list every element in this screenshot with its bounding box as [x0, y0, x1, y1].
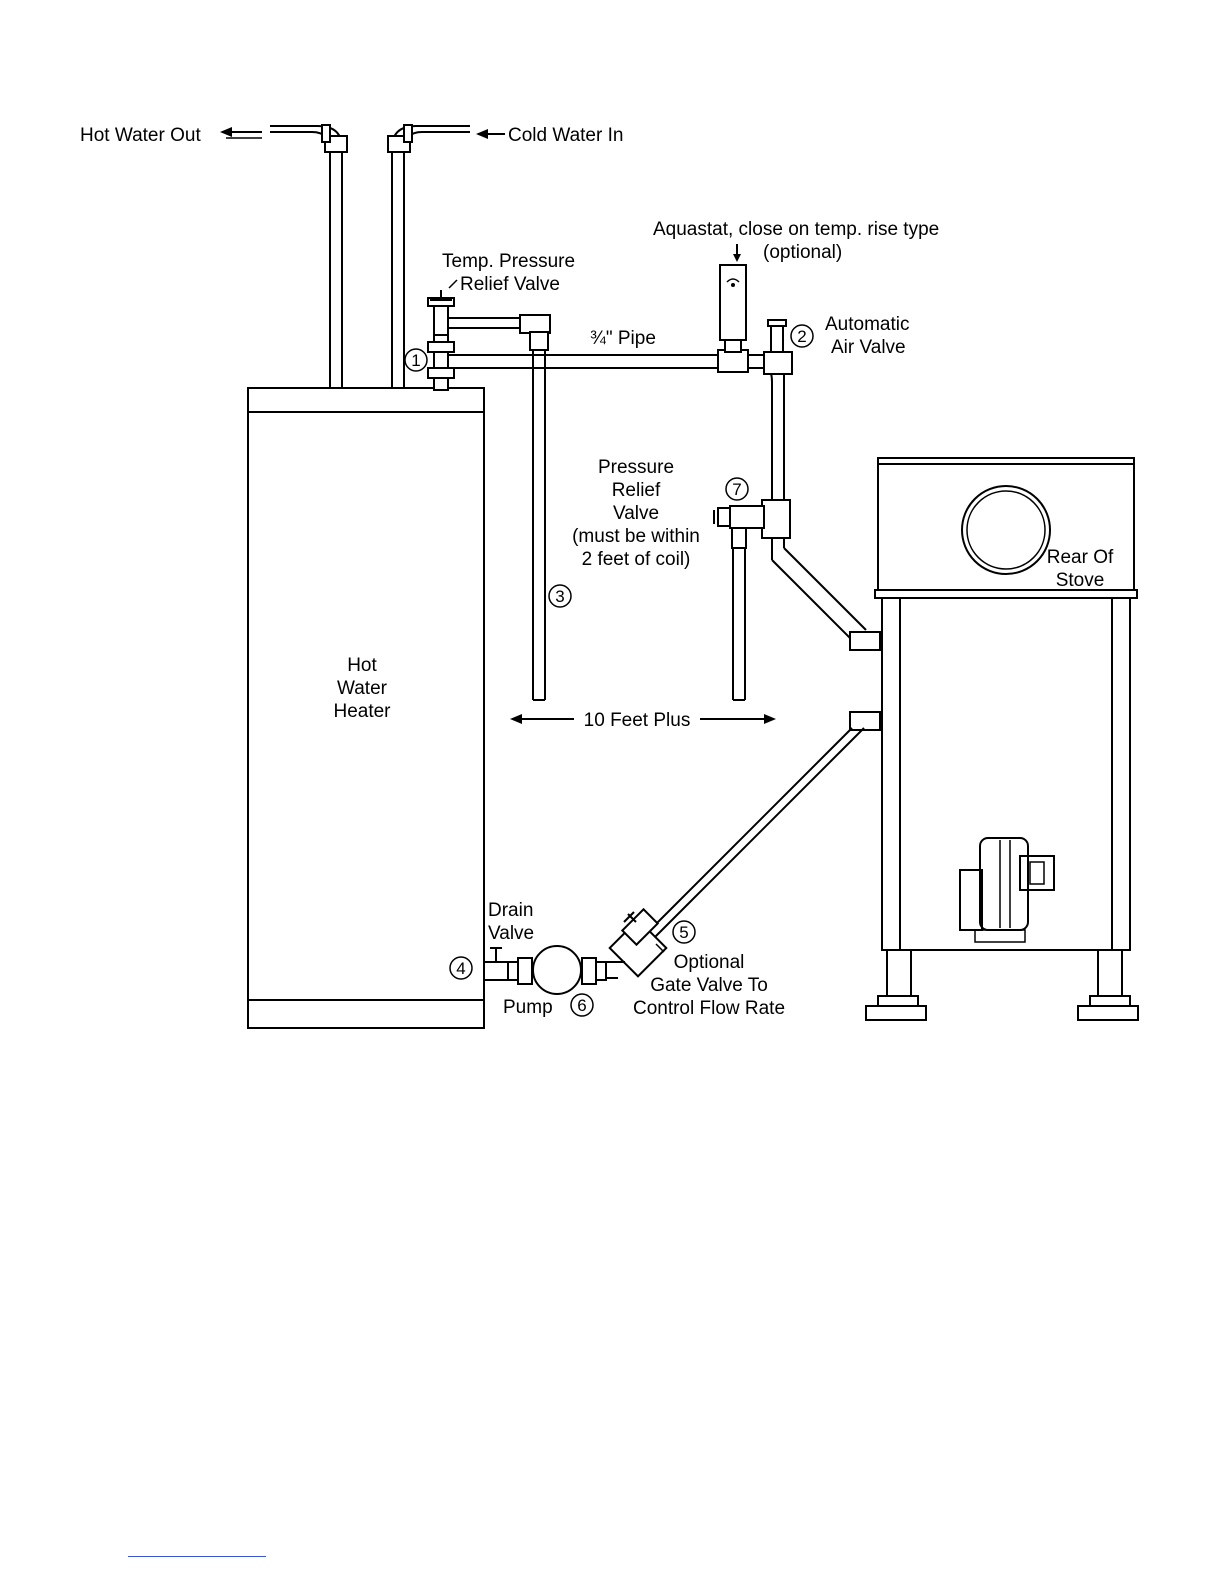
stove-legs: [866, 950, 1138, 1020]
pipe-size-label: ¾" Pipe: [590, 328, 656, 349]
pressure-relief-label-2: Relief: [612, 480, 661, 501]
auto-air-label-1: Automatic: [825, 314, 909, 335]
drain-valve: [484, 948, 508, 980]
callout-5: 5: [673, 921, 695, 943]
aquastat-optional-label: (optional): [763, 242, 842, 263]
svg-text:6: 6: [577, 996, 586, 1015]
three-quarter-pipe: [448, 350, 768, 372]
heater-label-3: Heater: [333, 701, 391, 722]
pressure-relief-label-4: (must be within: [572, 526, 700, 547]
relief-discharge-pipe: [448, 315, 550, 700]
blower-motor: [960, 838, 1054, 942]
pressure-relief-valve: [714, 506, 764, 700]
auto-air-label-2: Air Valve: [831, 337, 906, 358]
pressure-relief-label-5: 2 feet of coil): [582, 549, 691, 570]
pump: [508, 946, 606, 994]
pressure-relief-label-1: Pressure: [598, 457, 674, 478]
footer-rule: [128, 1556, 266, 1557]
distance-label: 10 Feet Plus: [584, 710, 691, 731]
temp-relief-label-1: Temp. Pressure: [442, 251, 575, 272]
gate-valve-label-1: Optional: [674, 952, 745, 973]
callout-3: 3: [549, 585, 571, 607]
callout-4: 4: [450, 957, 472, 979]
aquastat-label: Aquastat, close on temp. rise type: [653, 219, 939, 240]
callout-2: 2: [791, 325, 813, 347]
stove: [866, 458, 1138, 1020]
cold-in-arrow: [476, 129, 505, 139]
pump-label: Pump: [503, 997, 553, 1018]
hot-water-out-label: Hot Water Out: [80, 125, 201, 146]
hot-water-out-pipe: [270, 125, 347, 388]
upper-stove-connection: [772, 548, 880, 650]
svg-text:5: 5: [679, 923, 688, 942]
supply-riser-pipe: [762, 352, 792, 560]
callout-1: 1: [405, 349, 427, 371]
temp-relief-leader: [449, 280, 457, 288]
cold-water-in-label: Cold Water In: [508, 125, 623, 146]
rear-stove-label-2: Stove: [1056, 570, 1105, 591]
drain-valve-label-1: Drain: [488, 900, 533, 921]
svg-text:1: 1: [411, 351, 420, 370]
tee-fitting-1: [428, 335, 454, 390]
svg-text:7: 7: [732, 480, 741, 499]
hot-out-arrow: [220, 127, 262, 138]
gate-valve-label-2: Gate Valve To: [650, 975, 768, 996]
drain-valve-label-2: Valve: [488, 923, 534, 944]
aquastat: [720, 244, 746, 352]
rear-stove-label-1: Rear Of: [1047, 547, 1114, 568]
svg-text:4: 4: [456, 959, 465, 978]
heater-label-1: Hot: [347, 655, 377, 676]
pressure-relief-label-3: Valve: [613, 503, 659, 524]
heater-label-2: Water: [337, 678, 388, 699]
callout-7: 7: [726, 478, 748, 500]
svg-text:2: 2: [797, 327, 806, 346]
gate-valve-label-3: Control Flow Rate: [633, 998, 785, 1019]
automatic-air-valve: [768, 320, 786, 352]
lower-return-pipe: [605, 712, 880, 978]
temp-relief-label-2: Relief Valve: [460, 274, 560, 295]
svg-text:3: 3: [555, 587, 564, 606]
callout-6: 6: [571, 994, 593, 1016]
